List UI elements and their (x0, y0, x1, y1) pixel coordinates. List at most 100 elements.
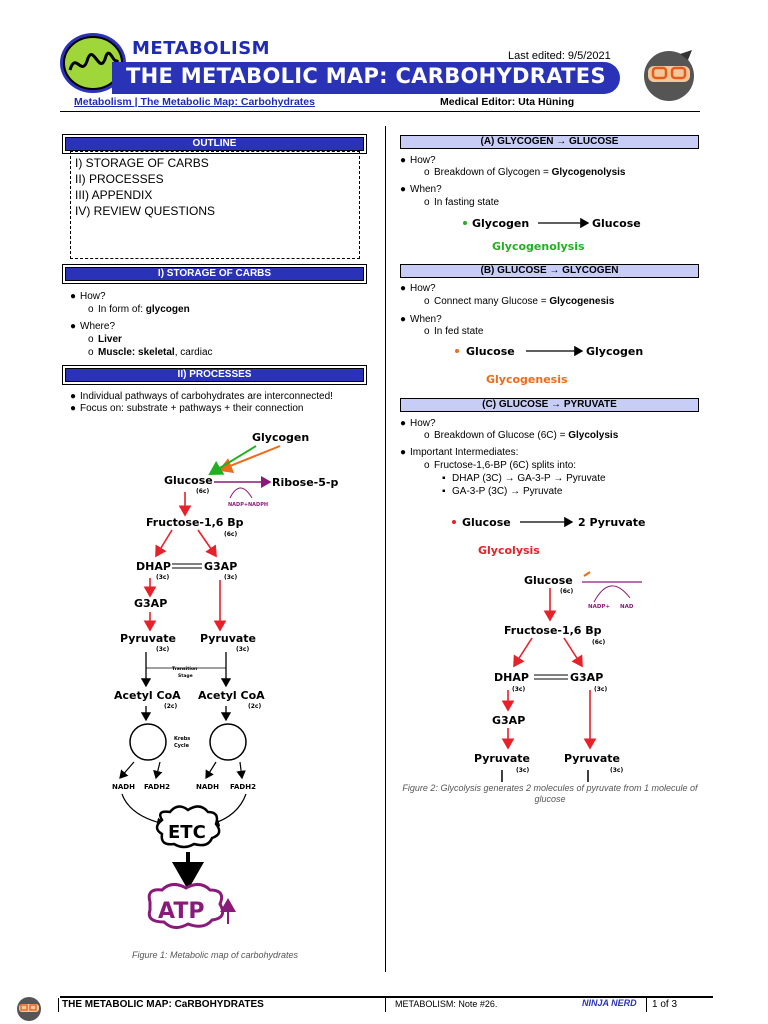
acetyl-coa-left-carbons: (2c) (164, 703, 177, 710)
figure-2-caption: Figure 2: Glycolysis generates 2 molecul… (402, 783, 698, 804)
footer-separator (58, 998, 59, 1012)
figure-1-metabolic-map: Glycogen Glucose (6c) Ribose-5-p NADP+ N… (112, 431, 338, 929)
section-c-dhap-path: ▪DHAP (3C) → GA-3-P → Pyruvate (442, 473, 606, 484)
pyruvate-left-label: Pyruvate (120, 632, 176, 645)
breadcrumb[interactable]: Metabolism | The Metabolic Map: Carbohyd… (74, 96, 315, 108)
subject-title: METABOLISM (132, 38, 271, 59)
storage-where: ●Where? (70, 321, 116, 332)
section-b-how: ●How? (400, 283, 436, 294)
outline-item[interactable]: IV) REVIEW QUESTIONS (75, 204, 216, 218)
section-a-how: ●How? (400, 155, 436, 166)
section-c-ga3p-path: ▪GA-3-P (3C) → Pyruvate (442, 486, 563, 497)
section-a-when: ●When? (400, 184, 442, 195)
glycogenolysis-process: Glycogenolysis (492, 240, 585, 253)
g3ap-carbons: (3c) (224, 574, 237, 581)
fig2-g3ap2-label: G3AP (492, 714, 525, 727)
ribose-label: Ribose-5-p (272, 476, 338, 489)
header-divider (60, 111, 700, 112)
glucose-label: Glucose (164, 474, 213, 487)
nadph-label: NADPH (248, 502, 268, 508)
fadh-right-label: FADH2 (230, 783, 256, 791)
g3ap2-label: G3AP (134, 597, 167, 610)
fadh-left-label: FADH2 (144, 783, 170, 791)
glycogenesis-to: Glycogen (586, 345, 643, 358)
last-edited: Last edited: 9/5/2021 (508, 50, 611, 62)
glycogenolysis-diagram: Glycogen Glucose Glycogenolysis (463, 217, 641, 253)
fig2-pyruvate-right-carbons: (3c) (610, 767, 623, 774)
fig2-pyruvate-right-label: Pyruvate (564, 752, 620, 765)
footer-title: THE METABOLIC MAP: CaRBOHYDRATES (62, 999, 264, 1010)
section-c-heading: (C) GLUCOSE → PYRUVATE (400, 398, 699, 412)
ninja-nerd-logo: NINJA NERD (582, 998, 637, 1008)
krebs-label-2: Cycle (174, 743, 190, 749)
dhap-carbons: (3c) (156, 574, 169, 581)
footer-separator (385, 998, 386, 1012)
nadh-right-label: NADH (196, 783, 219, 791)
outline-box: I) STORAGE OF CARBS II) PROCESSES III) A… (70, 151, 360, 259)
fig2-nad-label: NAD (620, 604, 634, 610)
ninja-footer-icon (17, 997, 41, 1021)
outline-item[interactable]: I) STORAGE OF CARBS (75, 156, 209, 170)
figure-2-glycolysis: Glucose (6c) NADP+ NAD Fructose-1,6 Bp (… (474, 571, 642, 782)
fig2-fbp-label: Fructose-1,6 Bp (504, 624, 602, 637)
processes-heading: II) PROCESSES (65, 368, 364, 382)
outline-item[interactable]: II) PROCESSES (75, 172, 164, 186)
footer-note: METABOLISM: Note #26. (395, 999, 498, 1009)
storage-how: ●How? (70, 291, 106, 302)
fig2-pyruvate-left-carbons: (3c) (516, 767, 529, 774)
outline-item[interactable]: III) APPENDIX (75, 188, 153, 202)
fig2-glucose-carbons: (6c) (560, 588, 573, 595)
fig2-nadp-label: NADP+ (588, 604, 610, 610)
column-divider (385, 126, 386, 972)
glycolysis-from: Glucose (462, 516, 511, 529)
g3ap-label: G3AP (204, 560, 237, 573)
fig2-dhap-label: DHAP (494, 671, 529, 684)
ninja-avatar-icon (644, 50, 694, 101)
acetyl-coa-left-label: Acetyl CoA (114, 689, 181, 702)
glycolysis-to: 2 Pyruvate (578, 516, 646, 529)
glycogenolysis-to: Glucose (592, 217, 641, 230)
footer-separator (646, 998, 647, 1012)
page-title: THE METABOLIC MAP: CARBOHYDRATES (126, 64, 606, 88)
fig2-g3ap-carbons: (3c) (594, 686, 607, 693)
glycolysis-process: Glycolysis (478, 544, 540, 557)
fig2-glucose-label: Glucose (524, 574, 573, 587)
glycogenolysis-from: Glycogen (472, 217, 529, 230)
outline-heading: OUTLINE (65, 137, 364, 151)
glycolysis-diagram: Glucose 2 Pyruvate Glycolysis (452, 516, 646, 557)
fbp-carbons: (6c) (224, 531, 237, 538)
acetyl-coa-right-carbons: (2c) (248, 703, 261, 710)
fbp-label: Fructose-1,6 Bp (146, 516, 244, 529)
pyruvate-left-carbons: (3c) (156, 646, 169, 653)
pyruvate-right-carbons: (3c) (236, 646, 249, 653)
glucose-carbons: (6c) (196, 488, 209, 495)
storage-heading: I) STORAGE OF CARBS (65, 267, 364, 281)
atp-label: ATP (158, 899, 204, 924)
fig2-g3ap-label: G3AP (570, 671, 603, 684)
processes-bullet-2: ●Focus on: substrate + pathways + their … (70, 403, 304, 414)
transition-label-1: Transition (172, 666, 197, 672)
transition-label-2: Stage (178, 673, 193, 679)
glycogenesis-diagram: Glucose Glycogen Glycogenesis (455, 345, 643, 386)
glycogen-label: Glycogen (252, 431, 309, 444)
acetyl-coa-right-label: Acetyl CoA (198, 689, 265, 702)
footer-divider (60, 996, 713, 998)
processes-bullet-1: ●Individual pathways of carbohydrates ar… (70, 391, 333, 402)
page-number: 1 of 3 (652, 999, 678, 1010)
section-b-when: ●When? (400, 314, 442, 325)
glycogenesis-process: Glycogenesis (486, 373, 568, 386)
medical-editor: Medical Editor: Uta Hüning (440, 96, 575, 108)
pyruvate-right-label: Pyruvate (200, 632, 256, 645)
section-a-heading: (A) GLYCOGEN → GLUCOSE (400, 135, 699, 149)
section-b-heading: (B) GLUCOSE → GLYCOGEN (400, 264, 699, 278)
section-c-how: ●How? (400, 418, 436, 429)
dhap-label: DHAP (136, 560, 171, 573)
nadp-label: NADP+ (228, 502, 248, 508)
